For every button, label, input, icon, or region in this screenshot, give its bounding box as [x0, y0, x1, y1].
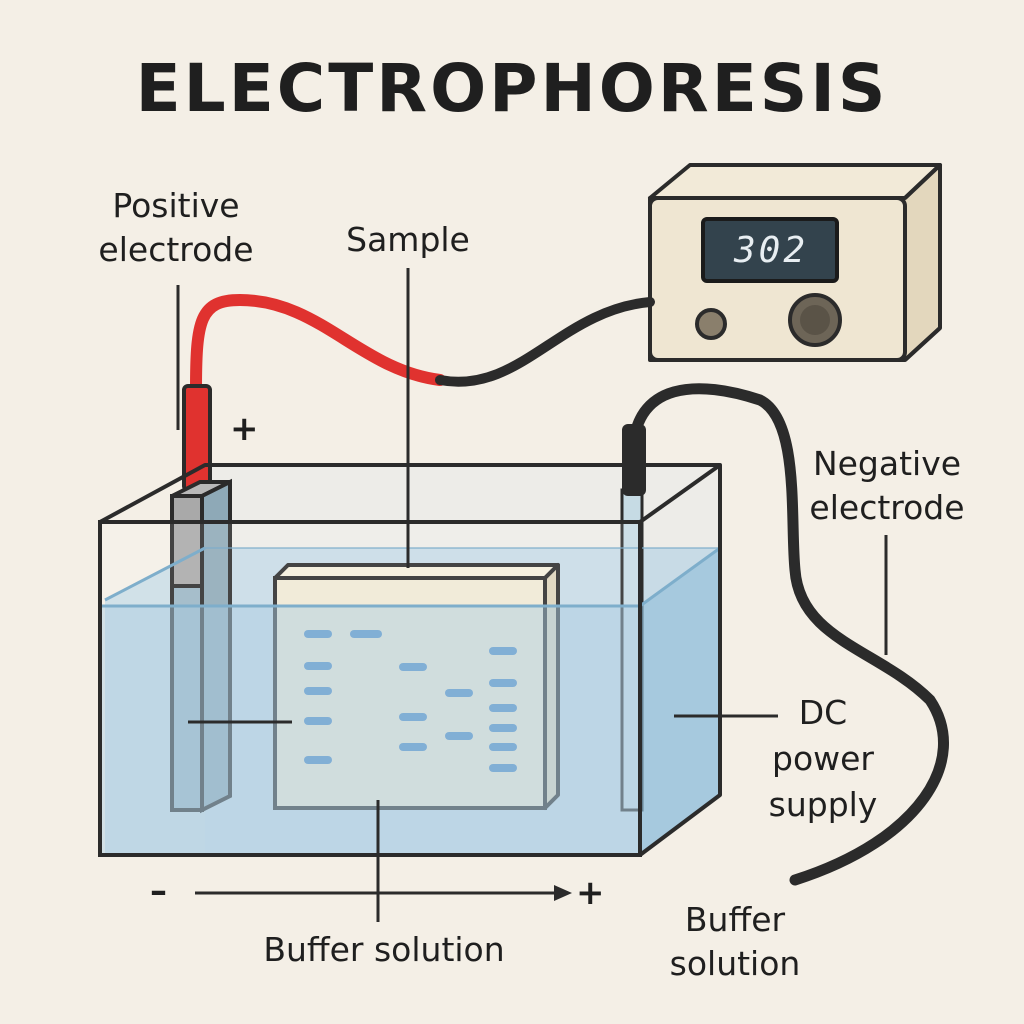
gel-band — [489, 647, 517, 655]
black-lead-cable — [627, 383, 949, 886]
label-dc-power-supply: DC power supply — [768, 693, 878, 824]
red-lead-cable — [190, 293, 446, 396]
axis-plus-sign: + — [576, 873, 605, 913]
gel-band — [399, 713, 427, 721]
gel-band — [489, 704, 517, 712]
label-positive-electrode: Positive electrode — [98, 186, 254, 269]
label-buffer-solution-bottom: Buffer solution — [263, 930, 505, 969]
label-negative-electrode: Negative electrode — [809, 444, 965, 527]
label-buffer-solution-right: Buffer solution — [669, 900, 801, 983]
label-sample: Sample — [346, 220, 470, 259]
black-lead-to-supply — [435, 297, 655, 387]
negative-electrode-clip — [622, 424, 646, 496]
diagram-title: ELECTROPHORESIS — [135, 50, 889, 127]
gel-band — [304, 756, 332, 764]
gel-band — [445, 732, 473, 740]
direction-arrow — [195, 885, 572, 901]
gel-band — [304, 687, 332, 695]
gel-band — [489, 679, 517, 687]
gel-band — [399, 743, 427, 751]
leader-lines — [176, 268, 888, 922]
gel-bands — [304, 630, 517, 772]
gel-band — [350, 630, 382, 638]
gel-band — [304, 717, 332, 725]
gel-band — [399, 663, 427, 671]
small-knob[interactable] — [695, 308, 727, 340]
positive-electrode-plate — [170, 478, 232, 814]
gel-band — [304, 662, 332, 670]
gel-band — [304, 630, 332, 638]
gel-band — [489, 764, 517, 772]
gel-band — [489, 724, 517, 732]
gel-band — [445, 689, 473, 697]
gel-band — [489, 743, 517, 751]
power-supply-readout: 302 — [733, 230, 809, 271]
power-supply-display — [701, 217, 839, 283]
tank-front — [98, 463, 722, 857]
electrode-plus-sign: + — [230, 409, 259, 449]
axis-minus-sign: – — [150, 871, 167, 911]
